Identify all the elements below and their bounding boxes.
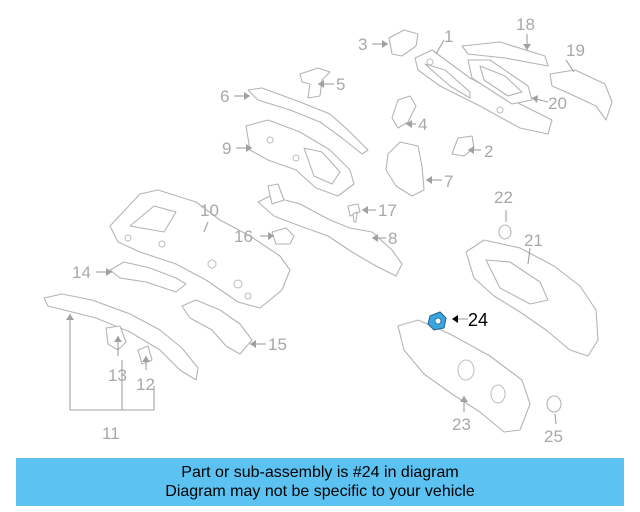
callout-15[interactable]: 15 xyxy=(268,335,287,354)
part-23-insulator xyxy=(397,319,531,433)
callout-8[interactable]: 8 xyxy=(388,229,397,248)
callout-11[interactable]: 11 xyxy=(102,424,120,443)
callout-19[interactable]: 19 xyxy=(566,41,585,60)
part-13-clip xyxy=(105,325,127,351)
part-5-clip xyxy=(299,67,331,99)
callout-16[interactable]: 16 xyxy=(234,227,253,246)
callout-14[interactable]: 14 xyxy=(72,263,91,282)
part-22-grommet xyxy=(498,224,512,240)
callout-20[interactable]: 20 xyxy=(548,94,567,113)
callout-6[interactable]: 6 xyxy=(220,87,229,106)
callout-22[interactable]: 22 xyxy=(494,188,513,207)
callout-1[interactable]: 1 xyxy=(444,27,453,46)
caption-line-1: Part or sub-assembly is #24 in diagram xyxy=(181,464,459,481)
callout-25[interactable]: 25 xyxy=(544,427,563,446)
part-15-strip xyxy=(181,299,253,355)
callout-21[interactable]: 21 xyxy=(524,231,543,250)
part-9-panel xyxy=(245,119,355,197)
callout-10[interactable]: 10 xyxy=(200,201,219,220)
callout-7[interactable]: 7 xyxy=(444,172,453,191)
part-11-rail xyxy=(43,293,199,381)
callout-numbers: 1 2 3 4 5 6 7 8 9 10 11 12 13 14 15 16 1… xyxy=(72,15,585,446)
callout-18[interactable]: 18 xyxy=(516,15,535,34)
part-21-insulator xyxy=(465,239,599,357)
part-10-lower-panel xyxy=(109,189,291,309)
part-19-side-bracket xyxy=(549,69,613,121)
part-16-grommet xyxy=(271,227,295,245)
caption-banner: Part or sub-assembly is #24 in diagram D… xyxy=(16,458,624,506)
part-1-cowl-panel xyxy=(414,49,553,135)
part-24-highlighted[interactable] xyxy=(427,311,447,331)
callout-17[interactable]: 17 xyxy=(378,201,397,220)
callout-24-highlighted[interactable]: 24 xyxy=(468,310,488,330)
parts-diagram: 1 2 3 4 5 6 7 8 9 10 11 12 13 14 15 16 1… xyxy=(43,15,613,446)
part-8-reinforcement xyxy=(257,183,403,277)
part-17-bolt xyxy=(347,203,361,223)
callout-4[interactable]: 4 xyxy=(418,115,427,134)
part-7-bracket xyxy=(385,141,425,197)
callout-arrowheads xyxy=(66,40,538,402)
part-12-clip xyxy=(137,345,153,365)
callout-2[interactable]: 2 xyxy=(484,142,493,161)
callout-23[interactable]: 23 xyxy=(452,415,471,434)
callout-9[interactable]: 9 xyxy=(222,139,231,158)
part-4-bracket xyxy=(391,95,417,129)
part-14-strip xyxy=(109,261,187,293)
callout-5[interactable]: 5 xyxy=(336,75,345,94)
part-18-bracket xyxy=(461,41,549,67)
caption-line-2: Diagram may not be specific to your vehi… xyxy=(165,483,475,500)
part-3-clip xyxy=(388,29,419,57)
callout-3[interactable]: 3 xyxy=(358,35,367,54)
part-25-grommet xyxy=(546,395,562,413)
part-20-seal xyxy=(467,59,533,105)
callout-13[interactable]: 13 xyxy=(108,366,127,385)
part-2-clip xyxy=(451,135,475,157)
part-6-strip xyxy=(247,87,369,155)
callout-12[interactable]: 12 xyxy=(136,375,155,394)
